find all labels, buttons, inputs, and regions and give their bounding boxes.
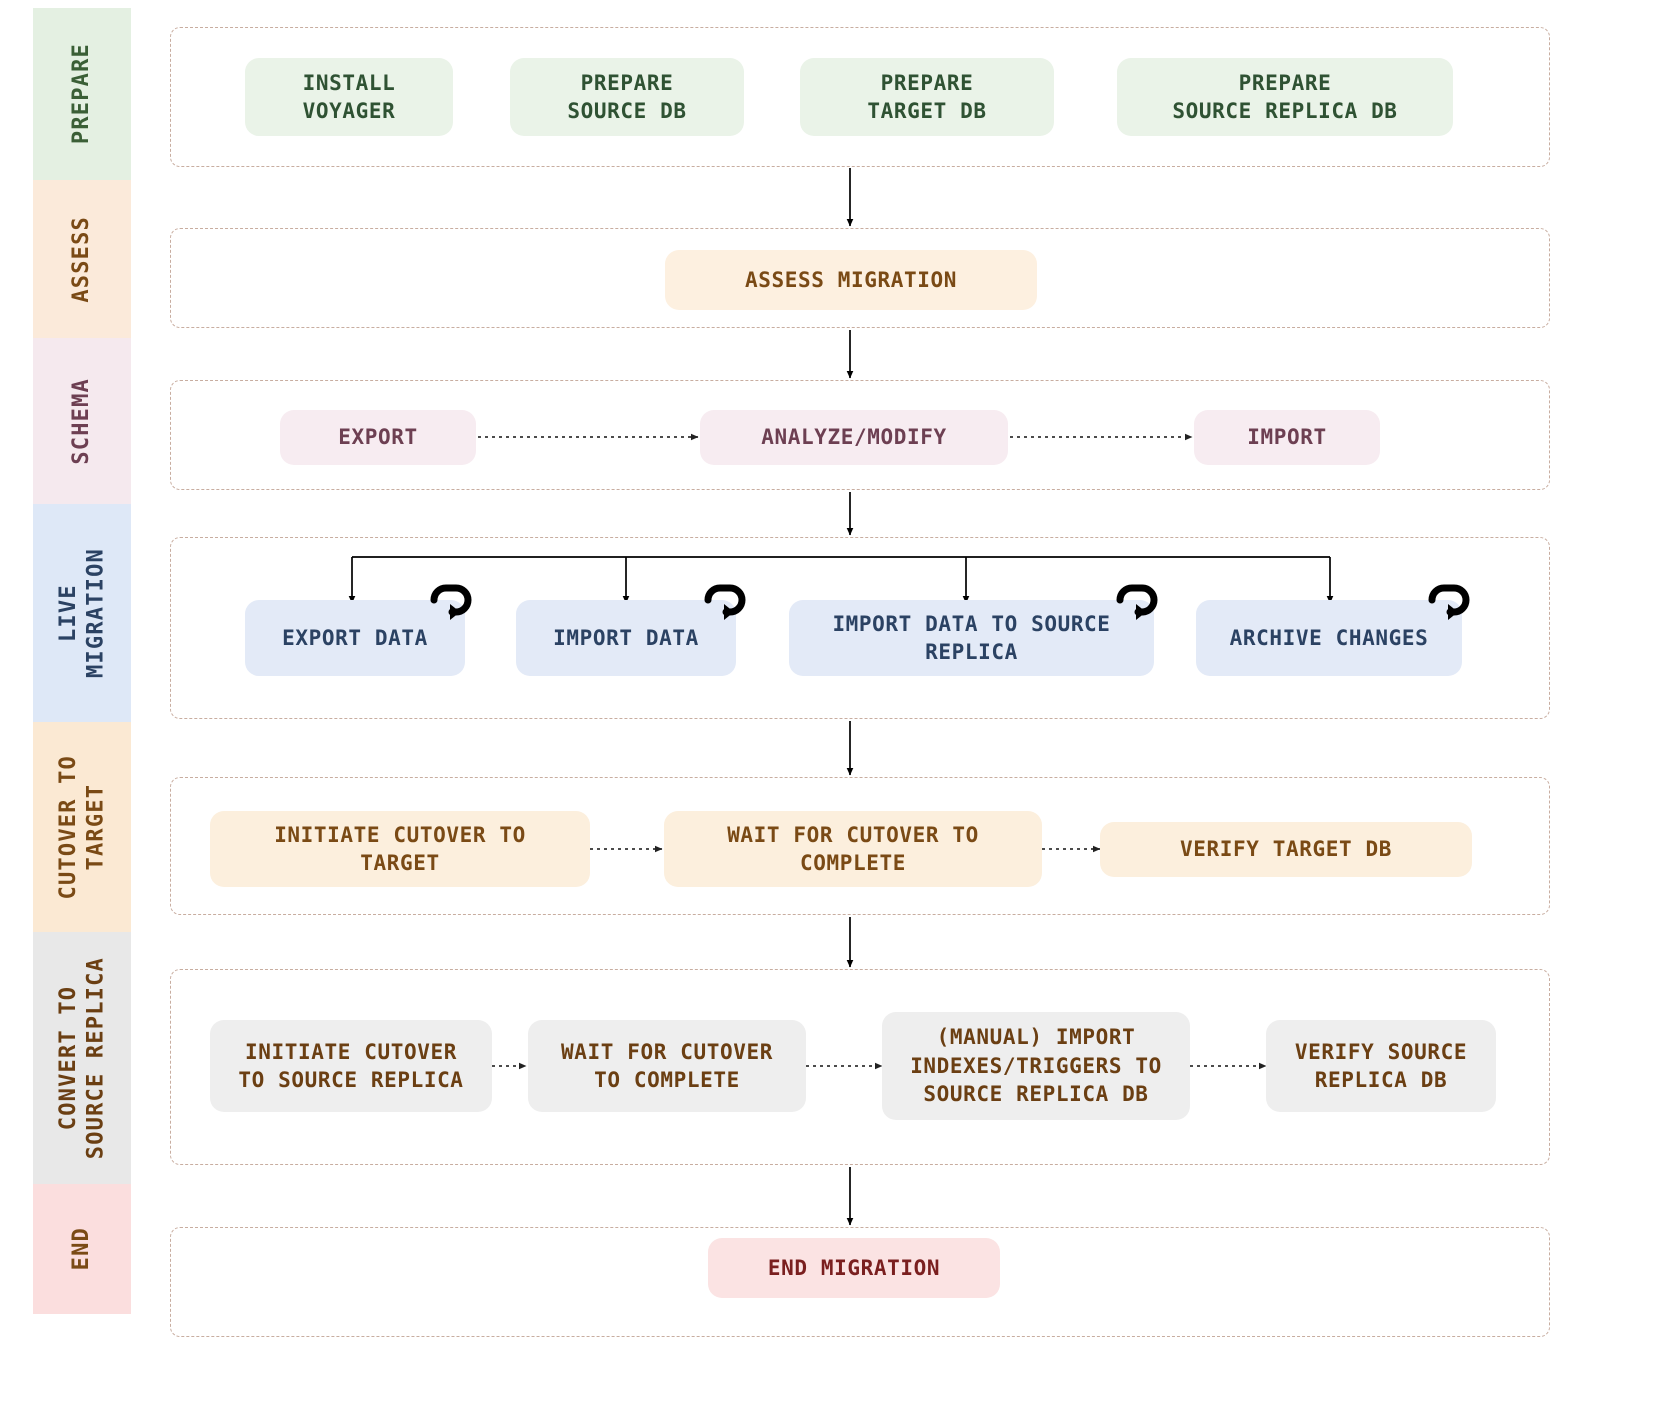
panel-prepare	[170, 27, 1550, 167]
node-export-data[interactable]: EXPORT DATA	[245, 600, 465, 676]
node-schema-analyze-modify[interactable]: ANALYZE/MODIFY	[700, 410, 1008, 465]
node-prepare-source-db[interactable]: PREPARE SOURCE DB	[510, 58, 744, 136]
node-prepare-source-replica-db[interactable]: PREPARE SOURCE REPLICA DB	[1117, 58, 1453, 136]
node-initiate-cutover-to-target[interactable]: INITIATE CUTOVER TO TARGET	[210, 811, 590, 887]
phase-band-cutover-to-target: CUTOVER TO TARGET	[33, 722, 131, 932]
panel-assess	[170, 228, 1550, 328]
phase-label-live-migration: LIVE MIGRATION	[55, 547, 109, 678]
phase-label-end: END	[69, 1227, 95, 1271]
node-import-data[interactable]: IMPORT DATA	[516, 600, 736, 676]
node-schema-export[interactable]: EXPORT	[280, 410, 476, 465]
node-prepare-target-db[interactable]: PREPARE TARGET DB	[800, 58, 1054, 136]
phase-label-convert-to-source-replica: CONVERT TO SOURCE REPLICA	[55, 956, 109, 1160]
phase-label-cutover-to-target: CUTOVER TO TARGET	[55, 754, 109, 900]
node-end-migration[interactable]: END MIGRATION	[708, 1238, 1000, 1298]
node-install-voyager[interactable]: INSTALL VOYAGER	[245, 58, 453, 136]
phase-rail: PREPARE ASSESS SCHEMA LIVE MIGRATION CUT…	[33, 0, 131, 1405]
phase-band-prepare: PREPARE	[33, 8, 131, 180]
panel-schema	[170, 380, 1550, 490]
phase-label-assess: ASSESS	[69, 215, 95, 303]
loop-icon-import-data-to-source-replica	[1116, 584, 1158, 620]
panel-end	[170, 1227, 1550, 1337]
phase-band-assess: ASSESS	[33, 180, 131, 338]
loop-icon-export-data	[430, 584, 472, 620]
phase-band-convert-to-source-replica: CONVERT TO SOURCE REPLICA	[33, 932, 131, 1184]
phase-band-live-migration: LIVE MIGRATION	[33, 504, 131, 722]
node-verify-source-replica-db[interactable]: VERIFY SOURCE REPLICA DB	[1266, 1020, 1496, 1112]
panel-convert-to-source-replica	[170, 969, 1550, 1165]
node-manual-import-indexes-triggers[interactable]: (MANUAL) IMPORT INDEXES/TRIGGERS TO SOUR…	[882, 1012, 1190, 1120]
node-schema-import[interactable]: IMPORT	[1194, 410, 1380, 465]
node-wait-for-cutover-to-complete[interactable]: WAIT FOR CUTOVER TO COMPLETE	[664, 811, 1042, 887]
node-import-data-to-source-replica[interactable]: IMPORT DATA TO SOURCE REPLICA	[789, 600, 1154, 676]
node-initiate-cutover-to-source-replica[interactable]: INITIATE CUTOVER TO SOURCE REPLICA	[210, 1020, 492, 1112]
node-archive-changes[interactable]: ARCHIVE CHANGES	[1196, 600, 1462, 676]
phase-label-schema: SCHEMA	[69, 377, 95, 465]
loop-icon-archive-changes	[1428, 584, 1470, 620]
node-verify-target-db[interactable]: VERIFY TARGET DB	[1100, 822, 1472, 877]
node-wait-for-cutover-to-complete-replica[interactable]: WAIT FOR CUTOVER TO COMPLETE	[528, 1020, 806, 1112]
phase-label-prepare: PREPARE	[69, 43, 95, 145]
phase-band-end: END	[33, 1184, 131, 1314]
panel-live-migration	[170, 537, 1550, 719]
phase-band-schema: SCHEMA	[33, 338, 131, 504]
panel-cutover-to-target	[170, 777, 1550, 915]
loop-icon-import-data	[704, 584, 746, 620]
node-assess-migration[interactable]: ASSESS MIGRATION	[665, 250, 1037, 310]
